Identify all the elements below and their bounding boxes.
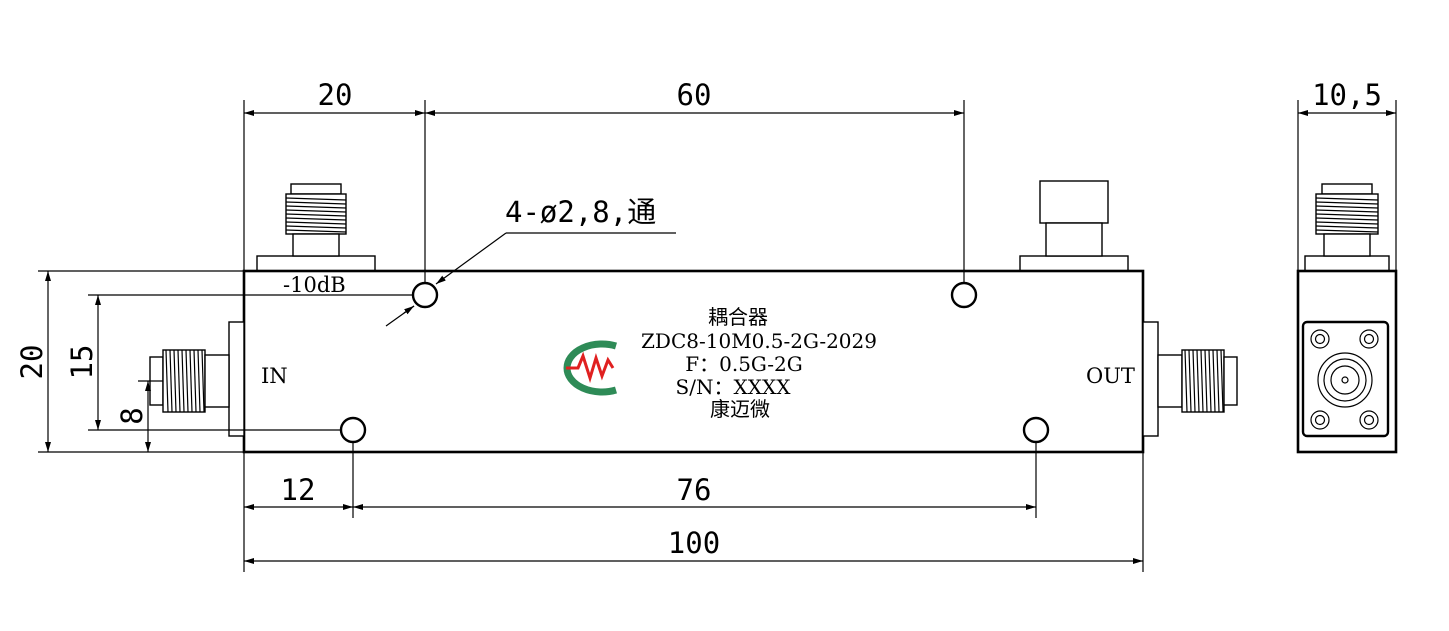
in-flange [228,321,245,437]
coupling-label: -10dB [283,273,346,297]
dim-side-width: 10,5 [1312,78,1382,112]
dimensions: 20 60 10,5 4-ø2,8,通 20 15 8 [15,78,1397,572]
model-number: ZDC8-10M0.5-2G-2029 [641,329,877,353]
dim-bottom-76: 76 [677,473,712,507]
serial-number: S/N：XXXX [676,375,792,399]
product-name: 耦合器 [708,305,768,329]
dim-top-60: 60 [677,78,712,112]
out-label: OUT [1086,364,1135,388]
side-flange [1301,320,1390,438]
side-view [1296,183,1398,454]
side-connector-outer [1317,352,1373,408]
out-connector [1157,349,1238,413]
hole-callout: 4-ø2,8,通 [505,195,656,229]
side-body [1296,269,1398,454]
in-connector [149,349,230,413]
coupled-port-connector [285,183,347,257]
brand-name: 康迈微 [710,397,770,421]
top-left-flange [256,255,376,272]
dim-bottom-12: 12 [281,473,316,507]
labels: -10dB IN OUT 耦合器 ZDC8-10M0.5-2G-2029 F：0… [261,273,1135,421]
in-label: IN [261,364,288,388]
termination-load [1039,180,1109,257]
dim-left-15: 15 [65,345,99,380]
dim-left-20: 20 [15,345,49,380]
front-view [228,255,1159,454]
coupler-body [242,269,1145,454]
dim-bottom-100: 100 [668,526,720,560]
top-right-flange [1019,255,1129,272]
out-flange [1142,321,1159,437]
frequency-range: F：0.5G-2G [685,352,803,376]
dim-top-20: 20 [318,78,353,112]
dim-left-8: 8 [115,407,149,424]
brand-logo [563,340,617,396]
